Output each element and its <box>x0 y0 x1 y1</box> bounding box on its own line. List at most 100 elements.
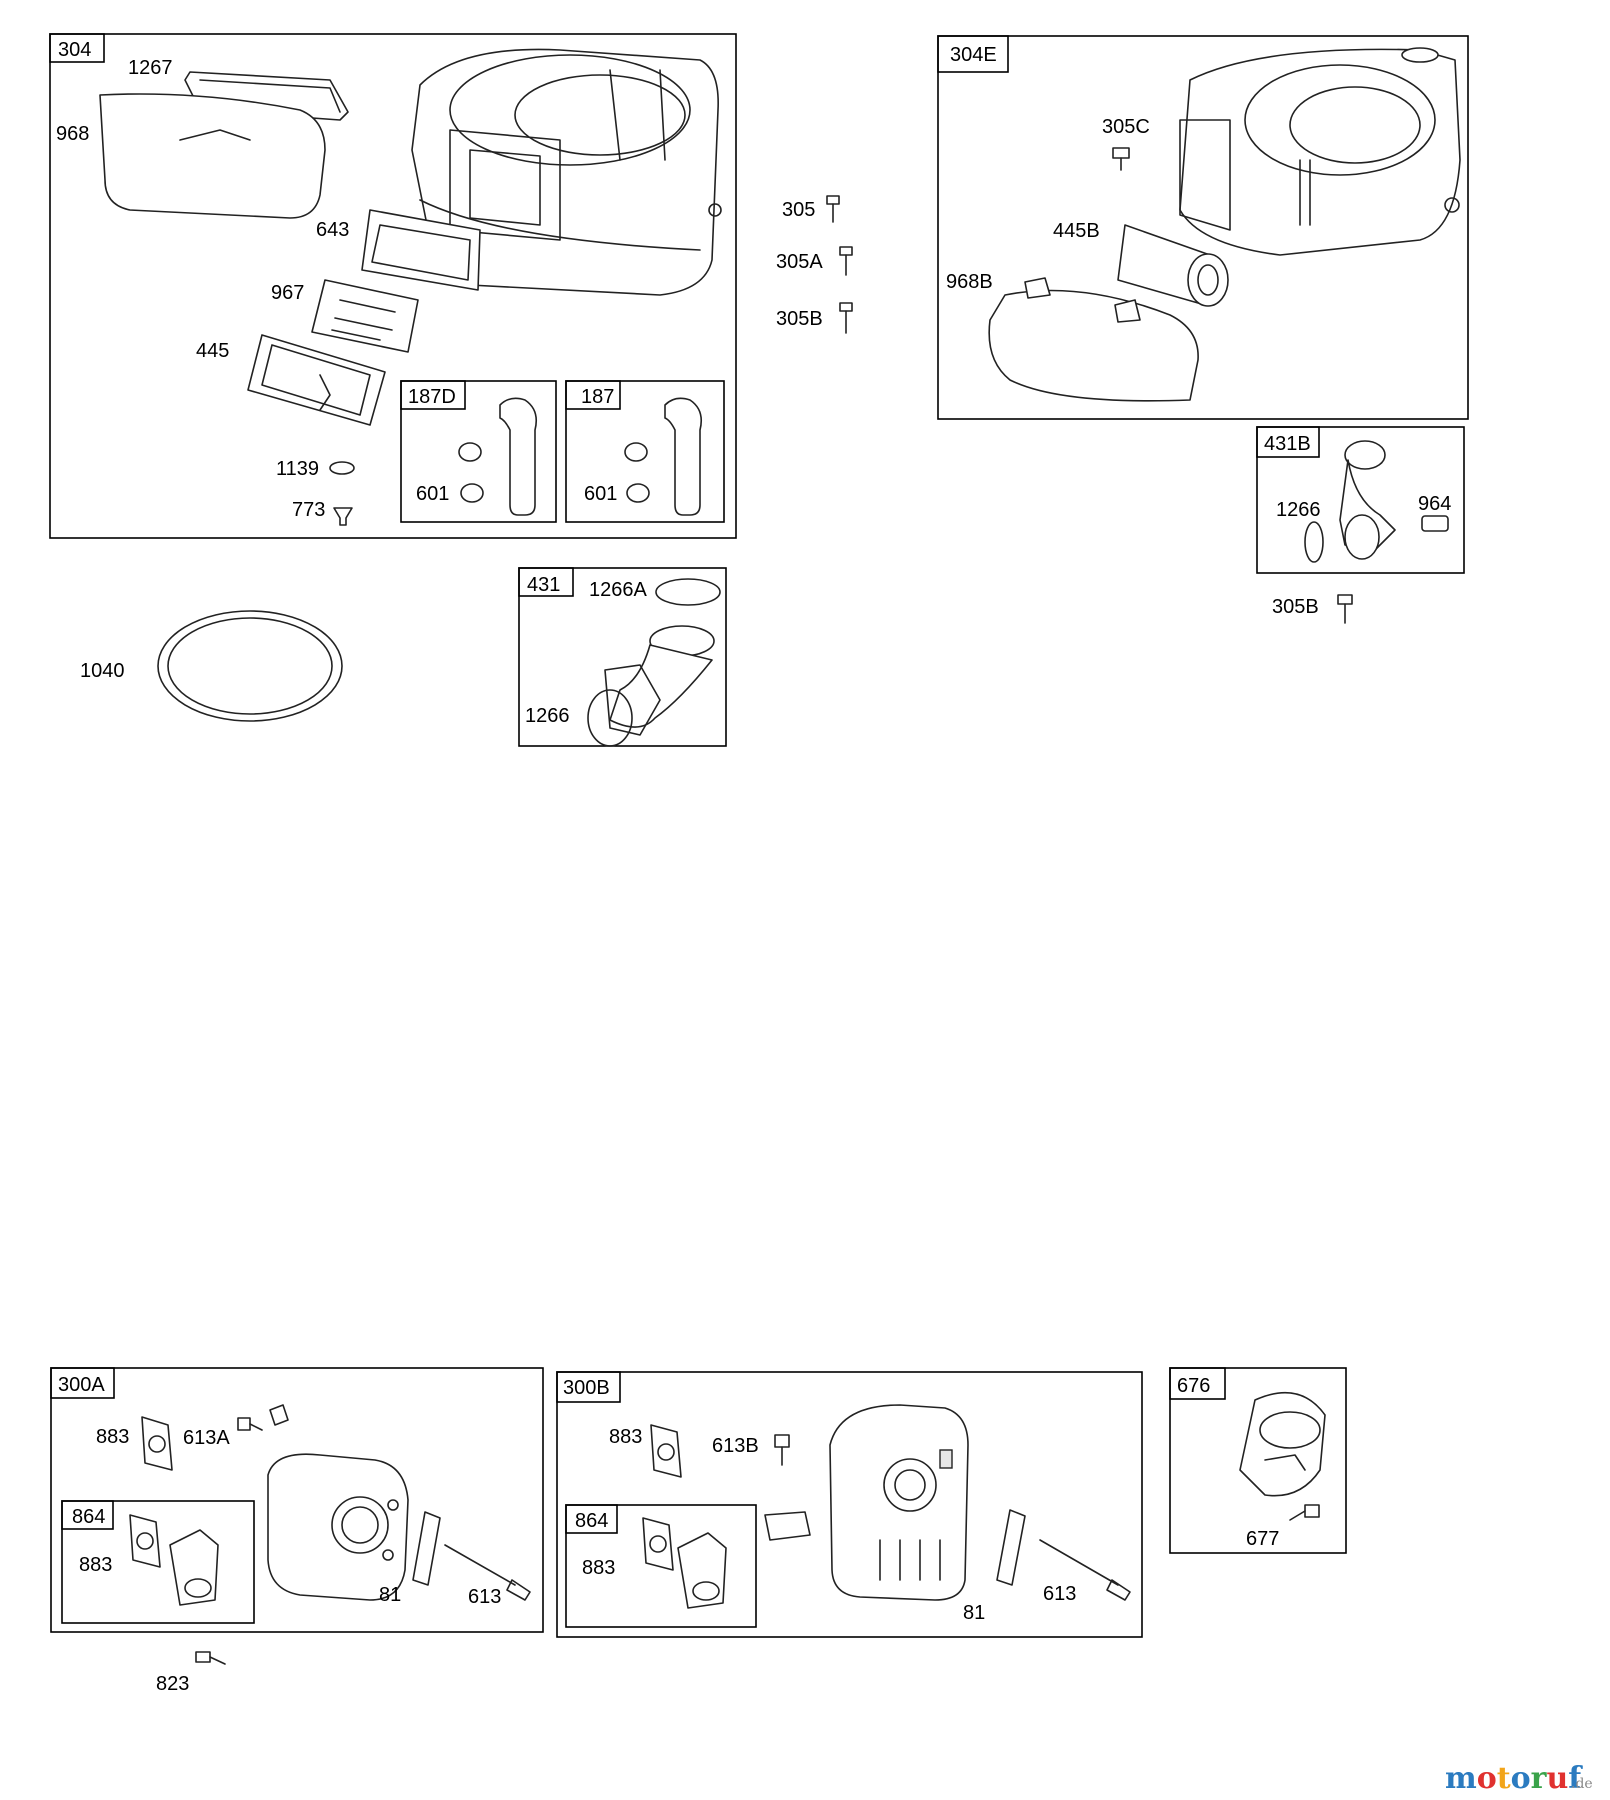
label-883-a: 883 <box>96 1426 129 1448</box>
sleeve-964 <box>1421 515 1449 532</box>
label-883-a2: 883 <box>79 1554 112 1576</box>
watermark-tld: .de <box>1571 1776 1593 1792</box>
label-305c: 305C <box>1102 116 1150 138</box>
label-613a: 613A <box>183 1427 230 1449</box>
box-676-label: 676 <box>1177 1375 1210 1397</box>
box-676-frame <box>1169 1367 1347 1554</box>
label-968: 968 <box>56 123 89 145</box>
filter-base-illustration <box>361 209 481 291</box>
label-1139: 1139 <box>276 458 319 480</box>
screw-305a <box>839 246 853 276</box>
box-864b-label: 864 <box>575 1510 608 1532</box>
watermark-logo: motoruf .de <box>1445 1761 1593 1796</box>
label-305b: 305B <box>776 308 823 330</box>
label-823: 823 <box>156 1673 189 1695</box>
label-968b: 968B <box>946 271 993 293</box>
blower-housing-e-illustration <box>1179 47 1461 256</box>
box-300a-label: 300A <box>58 1374 105 1396</box>
clamp-601-b-upper <box>624 442 648 462</box>
label-773: 773 <box>292 499 325 521</box>
box-187-tab <box>565 380 621 410</box>
box-304e-frame <box>937 35 1469 420</box>
gasket-883-b <box>650 1424 682 1478</box>
label-1266-b: 1266 <box>1276 499 1321 521</box>
bracket-81-a <box>412 1511 441 1586</box>
decal-illustration <box>311 279 419 353</box>
box-187d-frame <box>400 380 557 523</box>
box-864b-tab <box>565 1504 618 1534</box>
box-864a-tab <box>61 1500 114 1530</box>
box-431b-frame <box>1256 426 1465 574</box>
label-883-b2: 883 <box>582 1557 615 1579</box>
screw-305c <box>1112 147 1130 171</box>
label-305b-2: 305B <box>1272 596 1319 618</box>
label-81-a: 81 <box>379 1584 401 1606</box>
label-613-a: 613 <box>468 1586 501 1608</box>
breather-tube-187 <box>664 397 703 516</box>
box-304e-label: 304E <box>950 44 997 66</box>
bracket-81-b <box>996 1509 1026 1586</box>
cover-968b-illustration <box>988 277 1199 402</box>
baffle-ring-1040 <box>157 610 343 722</box>
label-1266a: 1266A <box>589 579 647 601</box>
label-1266: 1266 <box>525 705 570 727</box>
box-431b-tab <box>1256 426 1320 458</box>
box-300a-tab <box>50 1367 115 1399</box>
oring-1266a <box>655 578 721 606</box>
clamp-601-upper <box>458 442 482 462</box>
label-305a: 305A <box>776 251 823 273</box>
label-1267: 1267 <box>128 57 173 79</box>
label-643: 643 <box>316 219 349 241</box>
label-445b: 445B <box>1053 220 1100 242</box>
gasket-883-a2 <box>129 1514 161 1568</box>
box-864b-frame <box>565 1504 757 1628</box>
spark-arrestor-676-illustration <box>1239 1392 1326 1497</box>
box-431b-label: 431B <box>1264 433 1311 455</box>
label-967: 967 <box>271 282 304 304</box>
label-305: 305 <box>782 199 815 221</box>
box-676-tab <box>1169 1367 1226 1400</box>
box-431-tab <box>518 567 574 597</box>
watermark-letter: r <box>1531 1761 1548 1796</box>
air-cleaner-cover-illustration <box>99 93 326 219</box>
label-613-b: 613 <box>1043 1583 1076 1605</box>
watermark-letter: u <box>1546 1761 1568 1796</box>
elbow-431-illustration <box>604 625 715 736</box>
label-601-b: 601 <box>584 483 617 505</box>
filter-445b-illustration <box>1117 224 1229 307</box>
bolt-613-a <box>444 1544 531 1601</box>
box-431-label: 431 <box>527 574 560 596</box>
label-601-a: 601 <box>416 483 449 505</box>
washer-1139 <box>329 461 355 475</box>
box-431-frame <box>518 567 727 747</box>
box-300b-frame <box>556 1371 1143 1638</box>
svg-text:motoruf: motoruf <box>1445 1761 1583 1796</box>
air-filter-illustration <box>247 334 386 426</box>
box-304-label: 304 <box>58 39 91 61</box>
box-304-frame <box>49 33 737 539</box>
label-964: 964 <box>1418 493 1451 515</box>
watermark-letter: m <box>1445 1761 1477 1796</box>
elbow-431b-illustration <box>1339 440 1396 560</box>
watermark-letter: o <box>1477 1761 1497 1796</box>
box-304-tab <box>49 33 105 63</box>
watermark-letter: t <box>1497 1761 1511 1796</box>
gasket-883-a <box>141 1416 173 1471</box>
box-187d-label: 187D <box>408 386 456 408</box>
watermark-letter: o <box>1511 1761 1531 1796</box>
manifold-864-b <box>677 1532 727 1609</box>
box-187d-tab <box>400 380 466 410</box>
screw-305b-2 <box>1337 594 1353 624</box>
watermark-letter: f <box>1568 1761 1583 1796</box>
label-883-b: 883 <box>609 1426 642 1448</box>
label-613b: 613B <box>712 1435 759 1457</box>
screw-305b <box>839 302 853 334</box>
label-677: 677 <box>1246 1528 1279 1550</box>
screw-613b <box>774 1434 790 1466</box>
clamp-601-lower <box>460 483 484 503</box>
bolt-613-b <box>1039 1539 1131 1601</box>
clamp-601-b-lower <box>626 483 650 503</box>
label-445: 445 <box>196 340 229 362</box>
box-300a-frame <box>50 1367 544 1633</box>
muffler-300b-illustration <box>764 1404 969 1601</box>
